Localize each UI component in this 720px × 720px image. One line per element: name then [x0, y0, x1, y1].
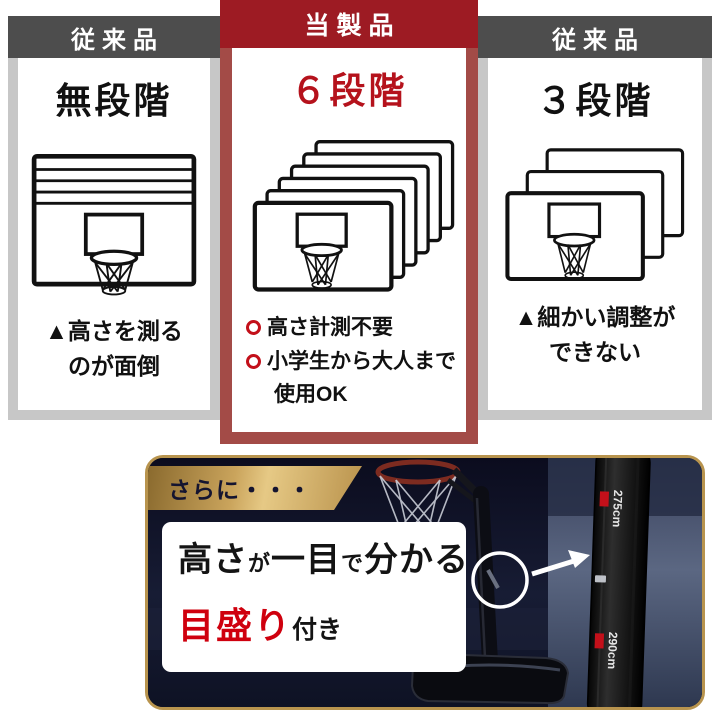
column-body-left: 無段階 [18, 58, 210, 410]
highlight-circle [471, 551, 529, 609]
arrow-line [531, 558, 575, 577]
feature-subline: 目盛り付き [178, 597, 452, 649]
arrow-head-icon [568, 550, 590, 568]
column-note-right: ▲細かい調整が できない [515, 300, 676, 369]
headline-seg-3: 一目 [271, 541, 342, 579]
headline-seg-5: 分かる [364, 541, 470, 579]
circle-marker-icon [246, 320, 261, 335]
column-title-center: ６段階 [290, 70, 408, 111]
comparison-column-stepless: 従来品 無段階 [8, 16, 220, 420]
backboard-6step-icon [252, 140, 455, 292]
scale-mark-290 [594, 633, 605, 649]
circle-marker-icon [246, 353, 261, 369]
note-center-line1: 高さ計測不要 [246, 311, 456, 345]
column-header-right-label: 従来品 [552, 26, 645, 54]
scale-mark-275 [599, 491, 610, 507]
scale-word: 目盛り [178, 605, 293, 647]
note-right-line2: できない [548, 338, 641, 365]
feature-textbox: 高さが一目で分かる 目盛り付き [162, 522, 468, 672]
headline-seg-4: で [341, 551, 365, 576]
scale-suffix: 付き [292, 616, 343, 645]
note-center-line2: 小学生から大人まで [246, 345, 456, 379]
column-note-left: ▲高さを測る のが面倒 [45, 314, 183, 383]
note-center-line3: 使用OK [246, 378, 456, 412]
backboard-3step-icon [505, 148, 685, 282]
comparison-column-3step: 従来品 ３段階 [478, 16, 712, 420]
ribbon-banner: さらに・・・ [148, 466, 362, 510]
feature-box: 275cm 290cm さらに・・・ 高さが一目で分かる 目盛り付き [145, 455, 705, 710]
column-header-left-label: 従来品 [71, 26, 164, 54]
column-title-right: ３段階 [536, 80, 654, 121]
headline-seg-1: 高さ [178, 541, 248, 579]
pole-label-290: 290cm [605, 632, 620, 670]
column-header-left: 従来品 [8, 16, 220, 58]
note-center-text2: 小学生から大人まで [267, 349, 456, 373]
note-center-text1: 高さ計測不要 [267, 316, 393, 339]
backboard-3step-illustration [491, 130, 699, 288]
note-left-line2: のが面倒 [67, 352, 160, 379]
note-right-line1: ▲細かい調整が [514, 304, 676, 330]
headline-seg-2: が [248, 551, 272, 576]
pole-label-275: 275cm [610, 490, 625, 528]
backboard-6step-illustration [236, 120, 462, 299]
note-left-line1: ▲高さを測る [45, 318, 183, 344]
column-title-left: 無段階 [55, 80, 173, 121]
backboard-stepless-illustration [20, 130, 208, 302]
column-body-right: ３段階 [488, 58, 702, 410]
column-header-center: 当製品 [220, 0, 478, 48]
pole-closeup: 275cm 290cm [586, 458, 651, 707]
comparison-column-product: 当製品 ６段階 [220, 0, 478, 444]
column-body-center: ６段階 [232, 48, 466, 432]
backboard-stepless-icon [31, 153, 197, 296]
column-header-center-label: 当製品 [304, 12, 401, 40]
ribbon-label: さらに・・・ [168, 477, 312, 503]
note-center-text3: 使用OK [274, 383, 348, 407]
feature-headline: 高さが一目で分かる [178, 541, 468, 579]
column-note-center: 高さ計測不要 小学生から大人まで 使用OK [232, 311, 456, 412]
column-header-right: 従来品 [478, 16, 712, 58]
pole-sticker [594, 575, 607, 583]
adjustment-handle [486, 569, 500, 589]
